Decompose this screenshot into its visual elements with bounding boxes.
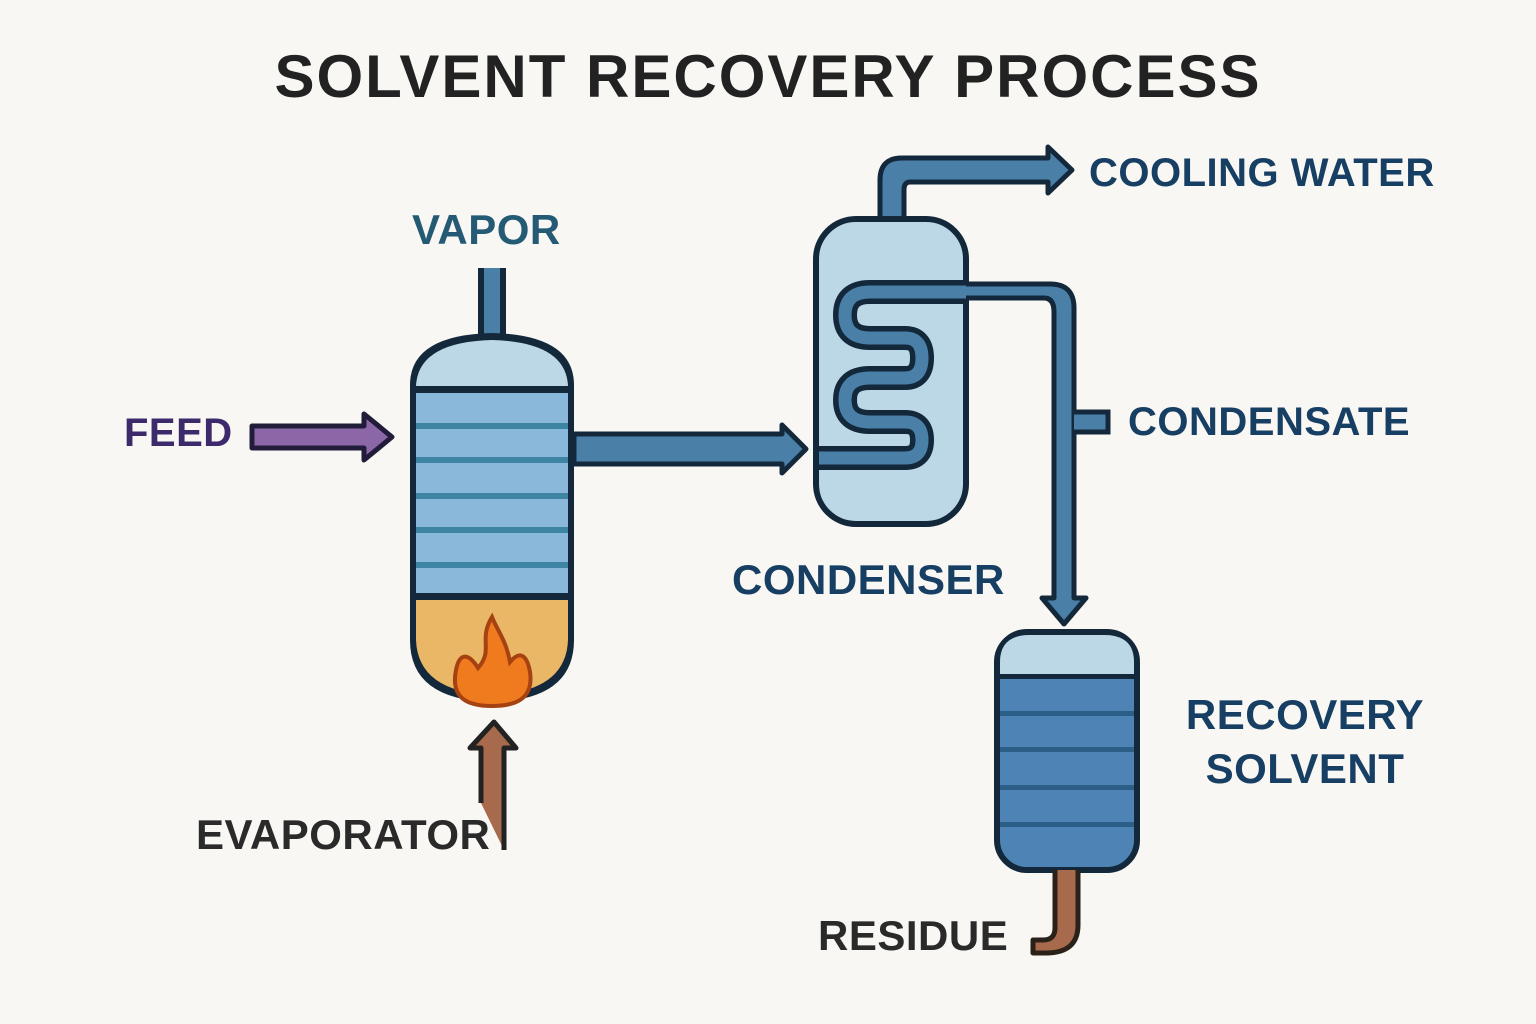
residue-label: RESIDUE (818, 912, 1009, 959)
evaporator-trays (416, 423, 568, 568)
recovery-solvent-label: RECOVERY SOLVENT (1160, 688, 1450, 796)
recovery-label-line2: SOLVENT (1205, 745, 1405, 792)
condenser-coil (819, 280, 966, 470)
vapor-to-condenser-arrow (571, 422, 809, 476)
cooling-water-pipe (877, 144, 1075, 218)
cooling-water-label: COOLING WATER (1089, 151, 1435, 195)
condensate-label: CONDENSATE (1128, 400, 1411, 444)
flame-icon (452, 612, 533, 709)
condenser-label: CONDENSER (732, 556, 1005, 603)
vapor-pipe (478, 268, 506, 340)
residue-pipe (1030, 870, 1081, 956)
heat-arrow (467, 719, 519, 850)
vapor-label: VAPOR (412, 206, 561, 253)
evaporator-label: EVAPORATOR (196, 811, 491, 858)
recovery-tank (994, 629, 1140, 873)
recovery-label-line1: RECOVERY (1185, 691, 1425, 738)
diagram-title: SOLVENT RECOVERY PROCESS (274, 43, 1262, 110)
feed-label: FEED (124, 411, 233, 455)
feed-arrow (249, 411, 395, 463)
condensate-pipe (966, 281, 1111, 627)
